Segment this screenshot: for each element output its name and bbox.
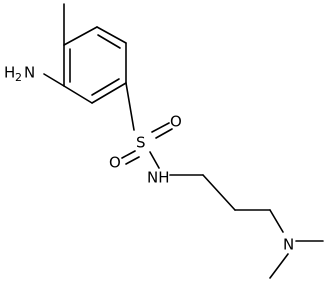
bond-ring-double-2: [91, 78, 120, 96]
atom-label-nh2-n: N: [24, 64, 35, 82]
bond-s-o-bottom-b: [125, 156, 140, 165]
atom-label-oxygen-bottom: O: [109, 154, 121, 172]
atom-label-nh2-subscript: 2: [15, 71, 22, 84]
bond-c3-n: [269, 209, 284, 233]
bond-ring-c6-c1: [63, 26, 98, 46]
benzene-ring: [63, 26, 127, 104]
bond-s-nh: [149, 151, 160, 169]
bond-ring-c4-c5: [63, 85, 93, 104]
bond-amino: [43, 73, 65, 87]
atom-label-nh2-h: H: [4, 64, 15, 82]
bond-ring-double-1: [97, 34, 121, 49]
atom-label-n-dimethyl: N: [283, 236, 294, 254]
bond-s-o-top-b: [155, 128, 173, 139]
bond-c1-c2: [202, 174, 236, 211]
atom-label-sulfur: S: [136, 134, 146, 152]
bond-n-methyl-down: [269, 253, 289, 279]
atom-label-nh: NH: [147, 169, 170, 187]
bond-ring-c3-c4: [91, 82, 127, 104]
bond-s-o-bottom-a: [121, 150, 136, 159]
bond-ring-sulfur: [125, 82, 135, 131]
bond-s-o-top-a: [151, 122, 170, 133]
atom-label-oxygen-top: O: [170, 113, 182, 131]
bond-ring-c1-c2: [96, 26, 127, 44]
